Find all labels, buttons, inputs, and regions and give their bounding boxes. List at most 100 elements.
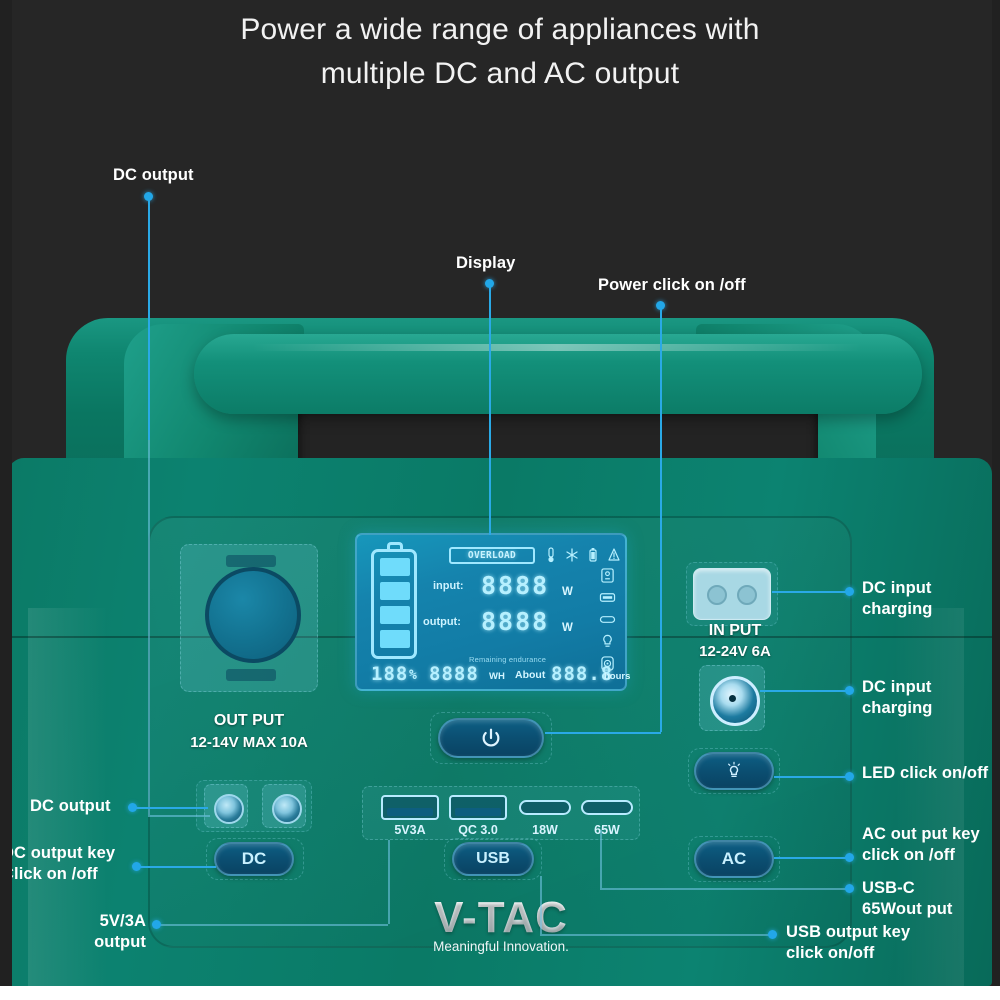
ac-output-socket[interactable] — [205, 567, 301, 663]
callout-dc-output-left: DC output — [30, 797, 111, 815]
battery-small-icon — [589, 548, 597, 562]
logo-tagline: Meaningful Innovation. — [433, 939, 569, 954]
input-title: IN PUT — [708, 622, 762, 639]
usb-a-port-5v3a[interactable] — [381, 795, 439, 820]
headline-line-2: multiple DC and AC output — [320, 57, 680, 90]
input-value: 8888 — [481, 571, 550, 600]
usb-port-label-0: 5V3A — [394, 823, 426, 837]
power-icon — [482, 728, 500, 747]
ac-output-button[interactable]: AC — [694, 840, 774, 878]
callout-line-usb-output-key-v — [540, 876, 542, 934]
power-button-halo — [430, 712, 552, 764]
hours-value: 888.8 — [551, 663, 614, 685]
headline-line-1: Power a wide range of appliances with — [240, 13, 760, 46]
dc-output-button[interactable]: DC — [214, 842, 294, 876]
input-label: input: — [433, 580, 464, 592]
callout-line-dc-output-top-b — [148, 440, 150, 815]
callout-dot-power — [656, 301, 665, 310]
callout-line-dc-output-left — [132, 807, 208, 809]
callout-dot-dc-output-top — [144, 192, 153, 201]
callout-dot-ac-output-key — [845, 853, 854, 862]
usb-port-label-1: QC 3.0 — [458, 823, 498, 837]
percent-unit: % — [409, 668, 418, 683]
output-mode-icon-column — [596, 568, 618, 671]
brand-logo: V-TAC Meaningful Innovation. — [396, 893, 606, 954]
remaining-endurance-label: Remaining endurance — [469, 655, 547, 664]
usb-a-icon — [599, 593, 615, 602]
power-button[interactable] — [438, 718, 544, 758]
usb-c-port-65w[interactable] — [581, 800, 633, 815]
callout-dc-output-key: DC output key Click on /off — [2, 844, 116, 883]
percent-value: 188 — [371, 663, 409, 685]
callout-dc-input-1: DC input charging — [862, 579, 933, 618]
dc-input-charging-port-2[interactable] — [699, 665, 765, 731]
dc-button-halo — [206, 838, 304, 880]
hours-unit: hours — [604, 671, 631, 682]
dc-output-port-2[interactable] — [262, 784, 306, 828]
left-border-bar — [0, 0, 12, 986]
usb-c-port-18w[interactable] — [519, 800, 571, 815]
ac-output-title: OUT PUT — [213, 712, 285, 729]
callout-line-dc-input-2 — [760, 690, 848, 692]
usb-port-label-3: 65W — [594, 823, 620, 837]
bottom-white-strip — [0, 986, 1000, 1000]
logo-wordmark: V-TAC — [396, 893, 606, 943]
callout-dot-display — [485, 279, 494, 288]
callout-usb-output-key: USB output key click on/off — [786, 923, 911, 962]
callout-line-5v3a-output — [156, 924, 388, 926]
callout-dot-5v3a-output — [152, 920, 161, 929]
callout-dot-dc-input-2 — [845, 686, 854, 695]
callout-usb-c-65w: USB-C 65Wout put — [862, 879, 953, 918]
usb-ports-group: 5V3A QC 3.0 18W 65W — [362, 786, 640, 840]
callout-display: Display — [456, 254, 516, 272]
input-unit: W — [562, 586, 573, 598]
device-handle-housing — [66, 318, 934, 488]
callout-line-power — [660, 307, 662, 732]
snowflake-icon — [566, 548, 578, 562]
callout-dot-dc-output-left — [128, 803, 137, 812]
dc-output-port-1[interactable] — [204, 784, 248, 828]
thermometer-icon — [548, 547, 554, 563]
callout-line-dc-input-1 — [772, 591, 848, 593]
callout-line-usb-c-65w-v — [600, 830, 602, 888]
body-highlight-left — [28, 608, 108, 1000]
led-button-halo — [688, 748, 780, 794]
right-border-bar — [992, 0, 1000, 986]
usb-c-icon — [599, 616, 615, 623]
callout-dc-output-top: DC output — [113, 166, 194, 184]
bulb-icon — [602, 634, 612, 647]
callout-ac-output-key: AC out put key click on /off — [862, 825, 980, 864]
input-spec: 12-24V 6A — [699, 643, 771, 660]
battery-cap-icon — [387, 542, 403, 550]
dc-input-charging-port-1[interactable] — [693, 568, 771, 620]
callout-line-dc-output-key — [136, 866, 216, 868]
usb-button-halo — [444, 838, 542, 880]
dc-port-icon — [600, 656, 614, 671]
wh-unit: WH — [489, 671, 505, 682]
output-value: 8888 — [481, 607, 550, 636]
output-label: output: — [423, 616, 461, 628]
usb-port-label-2: 18W — [532, 823, 558, 837]
callout-line-usb-output-key — [540, 934, 772, 936]
led-button[interactable] — [694, 752, 774, 790]
callout-line-power-h — [545, 732, 661, 734]
output-unit: W — [562, 622, 573, 634]
about-label: About — [515, 669, 546, 681]
usb-output-button[interactable]: USB — [452, 842, 534, 876]
callout-line-led — [774, 776, 848, 778]
ac-output-socket-housing — [180, 544, 318, 692]
callout-dot-dc-input-1 — [845, 587, 854, 596]
callout-line-display — [489, 285, 491, 535]
callout-line-usb-c-65w — [600, 888, 848, 890]
ac-socket-icon — [600, 568, 614, 583]
callout-line-ac-output-key — [774, 857, 848, 859]
wh-value: 8888 — [429, 663, 479, 685]
battery-level-icon — [371, 549, 417, 659]
usb-a-port-qc30[interactable] — [449, 795, 507, 820]
warning-icon — [608, 548, 620, 561]
callout-line-dc-output-top-c — [148, 815, 210, 817]
callout-dc-input-2: DC input charging — [862, 678, 933, 717]
callout-dot-usb-output-key — [768, 930, 777, 939]
overload-indicator: OVERLOAD — [449, 547, 535, 564]
